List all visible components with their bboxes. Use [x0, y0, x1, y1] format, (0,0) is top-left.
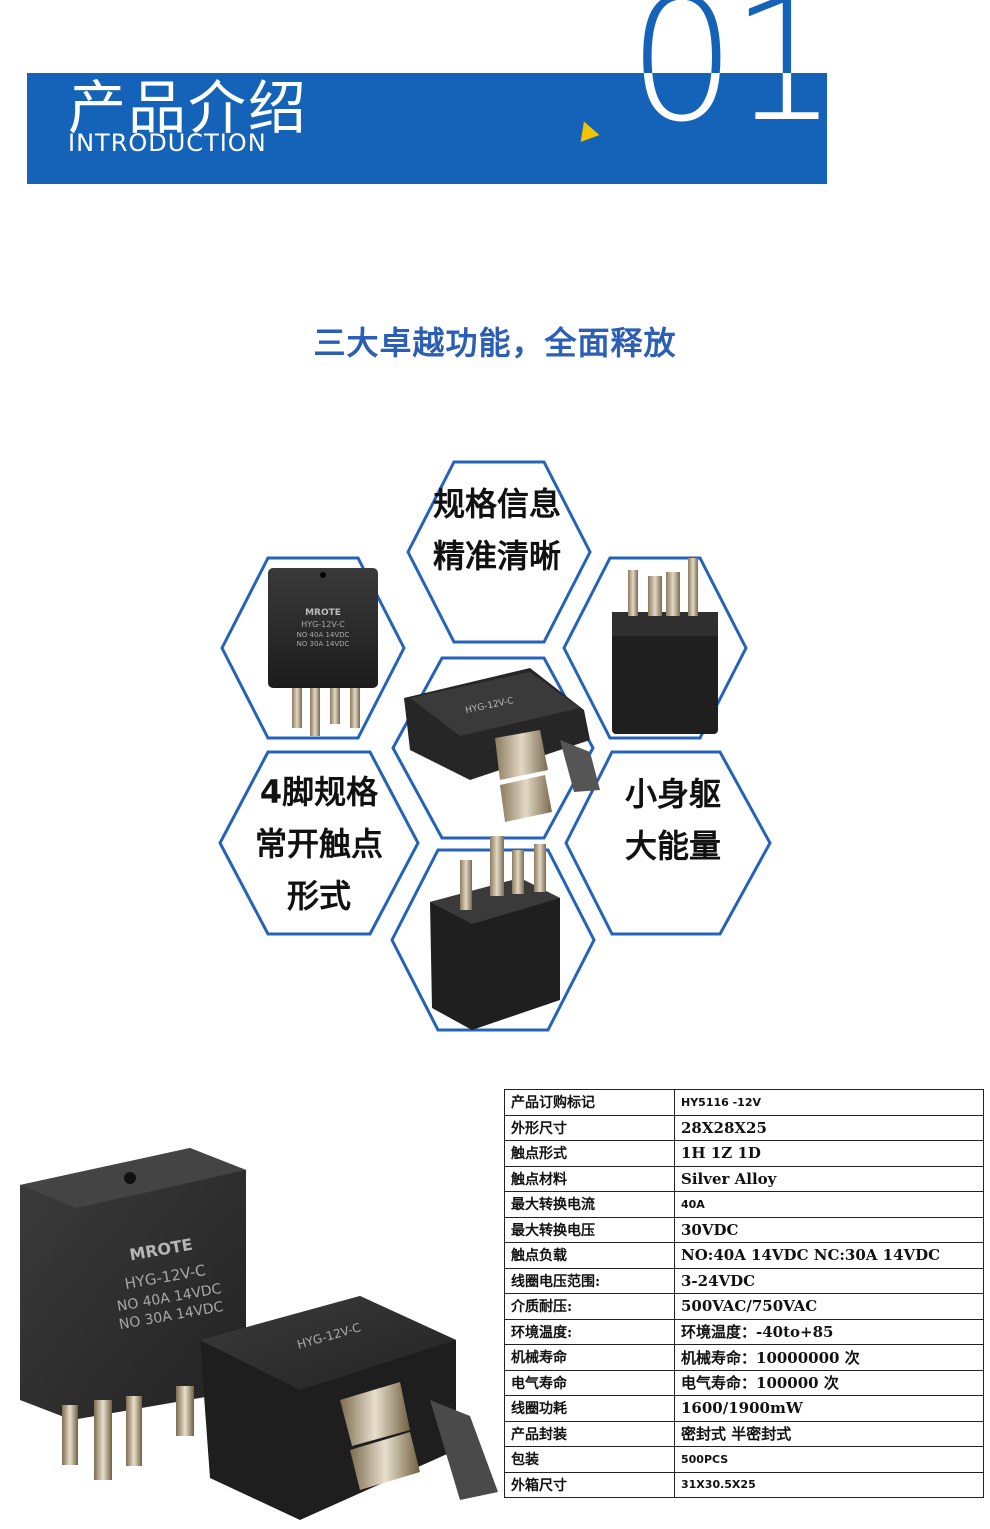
spec-value: Silver Alloy — [674, 1165, 984, 1192]
spec-key: 触点形式 — [504, 1140, 675, 1167]
svg-text:NO 30A 14VDC: NO 30A 14VDC — [297, 640, 350, 648]
spec-key: 包装 — [504, 1446, 675, 1473]
spec-key: 外箱尺寸 — [504, 1471, 675, 1498]
spec-key: 产品封装 — [504, 1420, 675, 1447]
spec-row: 线圈电压范围:3-24VDC — [504, 1267, 984, 1294]
banner-title: 产品介绍 — [68, 74, 309, 142]
section-number-top: 01 — [628, 0, 868, 73]
spec-key: 触点负载 — [504, 1242, 675, 1269]
triangle-accent-icon — [574, 118, 600, 142]
feature-hex-cluster: MROTE HYG-12V-C NO 40A 14VDC NO 30A 14VD… — [218, 460, 772, 1032]
svg-text:HYG-12V-C: HYG-12V-C — [301, 620, 345, 629]
spec-key: 触点材料 — [504, 1165, 675, 1192]
spec-key: 线圈电压范围: — [504, 1267, 675, 1294]
relay-side-image — [612, 558, 718, 734]
spec-key: 外形尺寸 — [504, 1114, 675, 1141]
spec-key: 环境温度: — [504, 1318, 675, 1345]
spec-key: 线圈功耗 — [504, 1395, 675, 1422]
spec-value: 500PCS — [674, 1446, 984, 1473]
spec-key: 介质耐压: — [504, 1293, 675, 1320]
spec-row: 环境温度:环境温度：-40to+85 — [504, 1318, 984, 1345]
hex-top — [406, 460, 592, 644]
spec-value: 31X30.5X25 — [674, 1471, 984, 1498]
spec-value: 1H 1Z 1D — [674, 1140, 984, 1167]
spec-key: 最大转换电流 — [504, 1191, 675, 1218]
svg-text:MROTE: MROTE — [305, 608, 341, 618]
relay-front-image: MROTE HYG-12V-C NO 40A 14VDC NO 30A 14VD… — [268, 568, 378, 736]
spec-value: 30VDC — [674, 1216, 984, 1243]
section-number: 01 — [628, 73, 868, 184]
spec-value: 环境温度：-40to+85 — [674, 1318, 984, 1345]
spec-row: 电气寿命电气寿命：100000 次 — [504, 1369, 984, 1396]
spec-key: 电气寿命 — [504, 1369, 675, 1396]
relay-center-image: HYG-12V-C — [404, 668, 600, 822]
spec-value: 500VAC/750VAC — [674, 1293, 984, 1320]
spec-value: 28X28X25 — [674, 1114, 984, 1141]
spec-key: 产品订购标记 — [504, 1089, 675, 1116]
spec-row: 产品封装密封式 半密封式 — [504, 1420, 984, 1447]
spec-value: 机械寿命：10000000 次 — [674, 1344, 984, 1371]
spec-value: HY5116 -12V — [674, 1089, 984, 1116]
feature-label-small-body: 小身躯 大能量 — [624, 775, 721, 865]
spec-row: 介质耐压:500VAC/750VAC — [504, 1293, 984, 1320]
spec-value: NO:40A 14VDC NC:30A 14VDC — [674, 1242, 984, 1269]
spec-key: 最大转换电压 — [504, 1216, 675, 1243]
feature-label-4pin: 4脚规格 常开触点 形式 — [254, 773, 383, 915]
spec-value: 电气寿命：100000 次 — [674, 1369, 984, 1396]
svg-text:NO 40A 14VDC: NO 40A 14VDC — [297, 631, 350, 639]
intro-banner: 产品介绍 INTRODUCTION — [27, 73, 827, 184]
spec-row: 机械寿命机械寿命：10000000 次 — [504, 1344, 984, 1371]
spec-value: 1600/1900mW — [674, 1395, 984, 1422]
hex-lower-left — [218, 750, 420, 936]
spec-value: 密封式 半密封式 — [674, 1420, 984, 1447]
relay-product-photo: MROTE HYG-12V-C NO 40A 14VDC NO 30A 14VD… — [20, 1148, 498, 1520]
hex-lower-right — [564, 750, 772, 936]
spec-value: 40A — [674, 1191, 984, 1218]
feature-label-spec-info: 规格信息 精准清晰 — [432, 485, 561, 575]
spec-value: 3-24VDC — [674, 1267, 984, 1294]
banner-subtitle: INTRODUCTION — [68, 129, 267, 157]
spec-key: 机械寿命 — [504, 1344, 675, 1371]
feature-headline: 三大卓越功能，全面释放 — [313, 324, 677, 362]
relay-bottom-image — [430, 836, 560, 1030]
